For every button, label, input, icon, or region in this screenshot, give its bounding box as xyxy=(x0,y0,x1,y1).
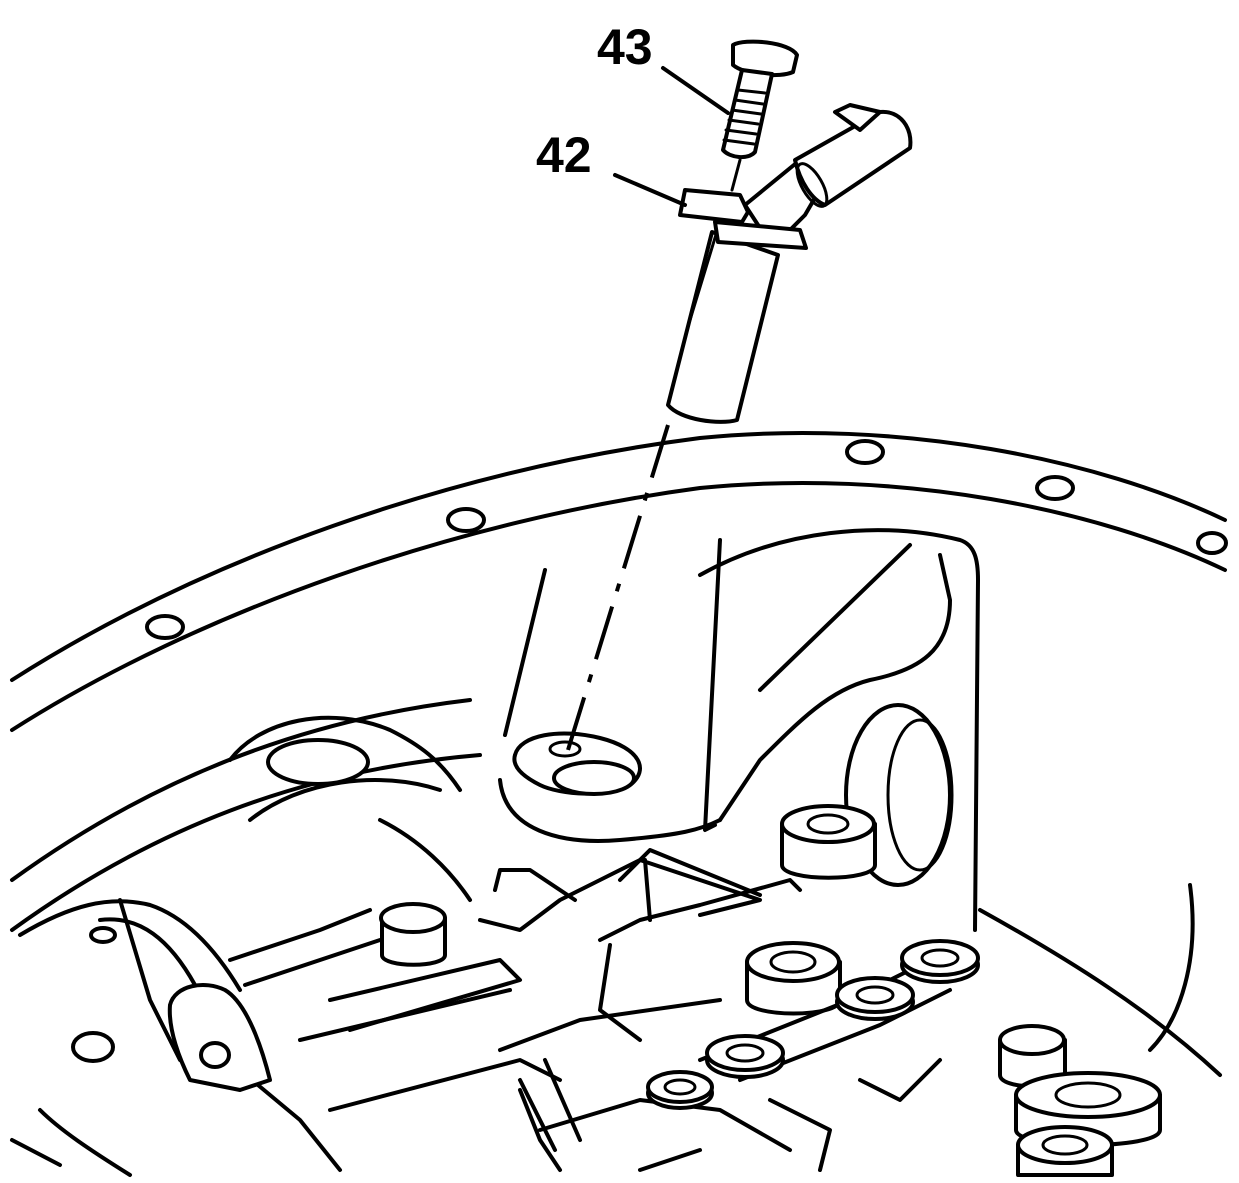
bolt-callout-label: 43 xyxy=(597,19,653,75)
flange-hole-6 xyxy=(71,1031,115,1063)
washer-stack xyxy=(646,939,980,1110)
flange-hole-4 xyxy=(1035,475,1075,501)
bolt-leader-line xyxy=(661,66,730,115)
installation-centerline xyxy=(566,424,670,751)
sensor-callout-label: 42 xyxy=(536,127,592,183)
flange-hole-2 xyxy=(446,507,486,533)
transmission-housing xyxy=(10,430,1228,1177)
flange-hole-3 xyxy=(845,439,885,465)
flange-hole-1 xyxy=(145,614,185,640)
sensor-leader-line xyxy=(613,173,687,207)
flange-hole-5 xyxy=(1196,531,1228,555)
speed-sensor xyxy=(666,103,913,424)
bolt xyxy=(721,39,799,192)
